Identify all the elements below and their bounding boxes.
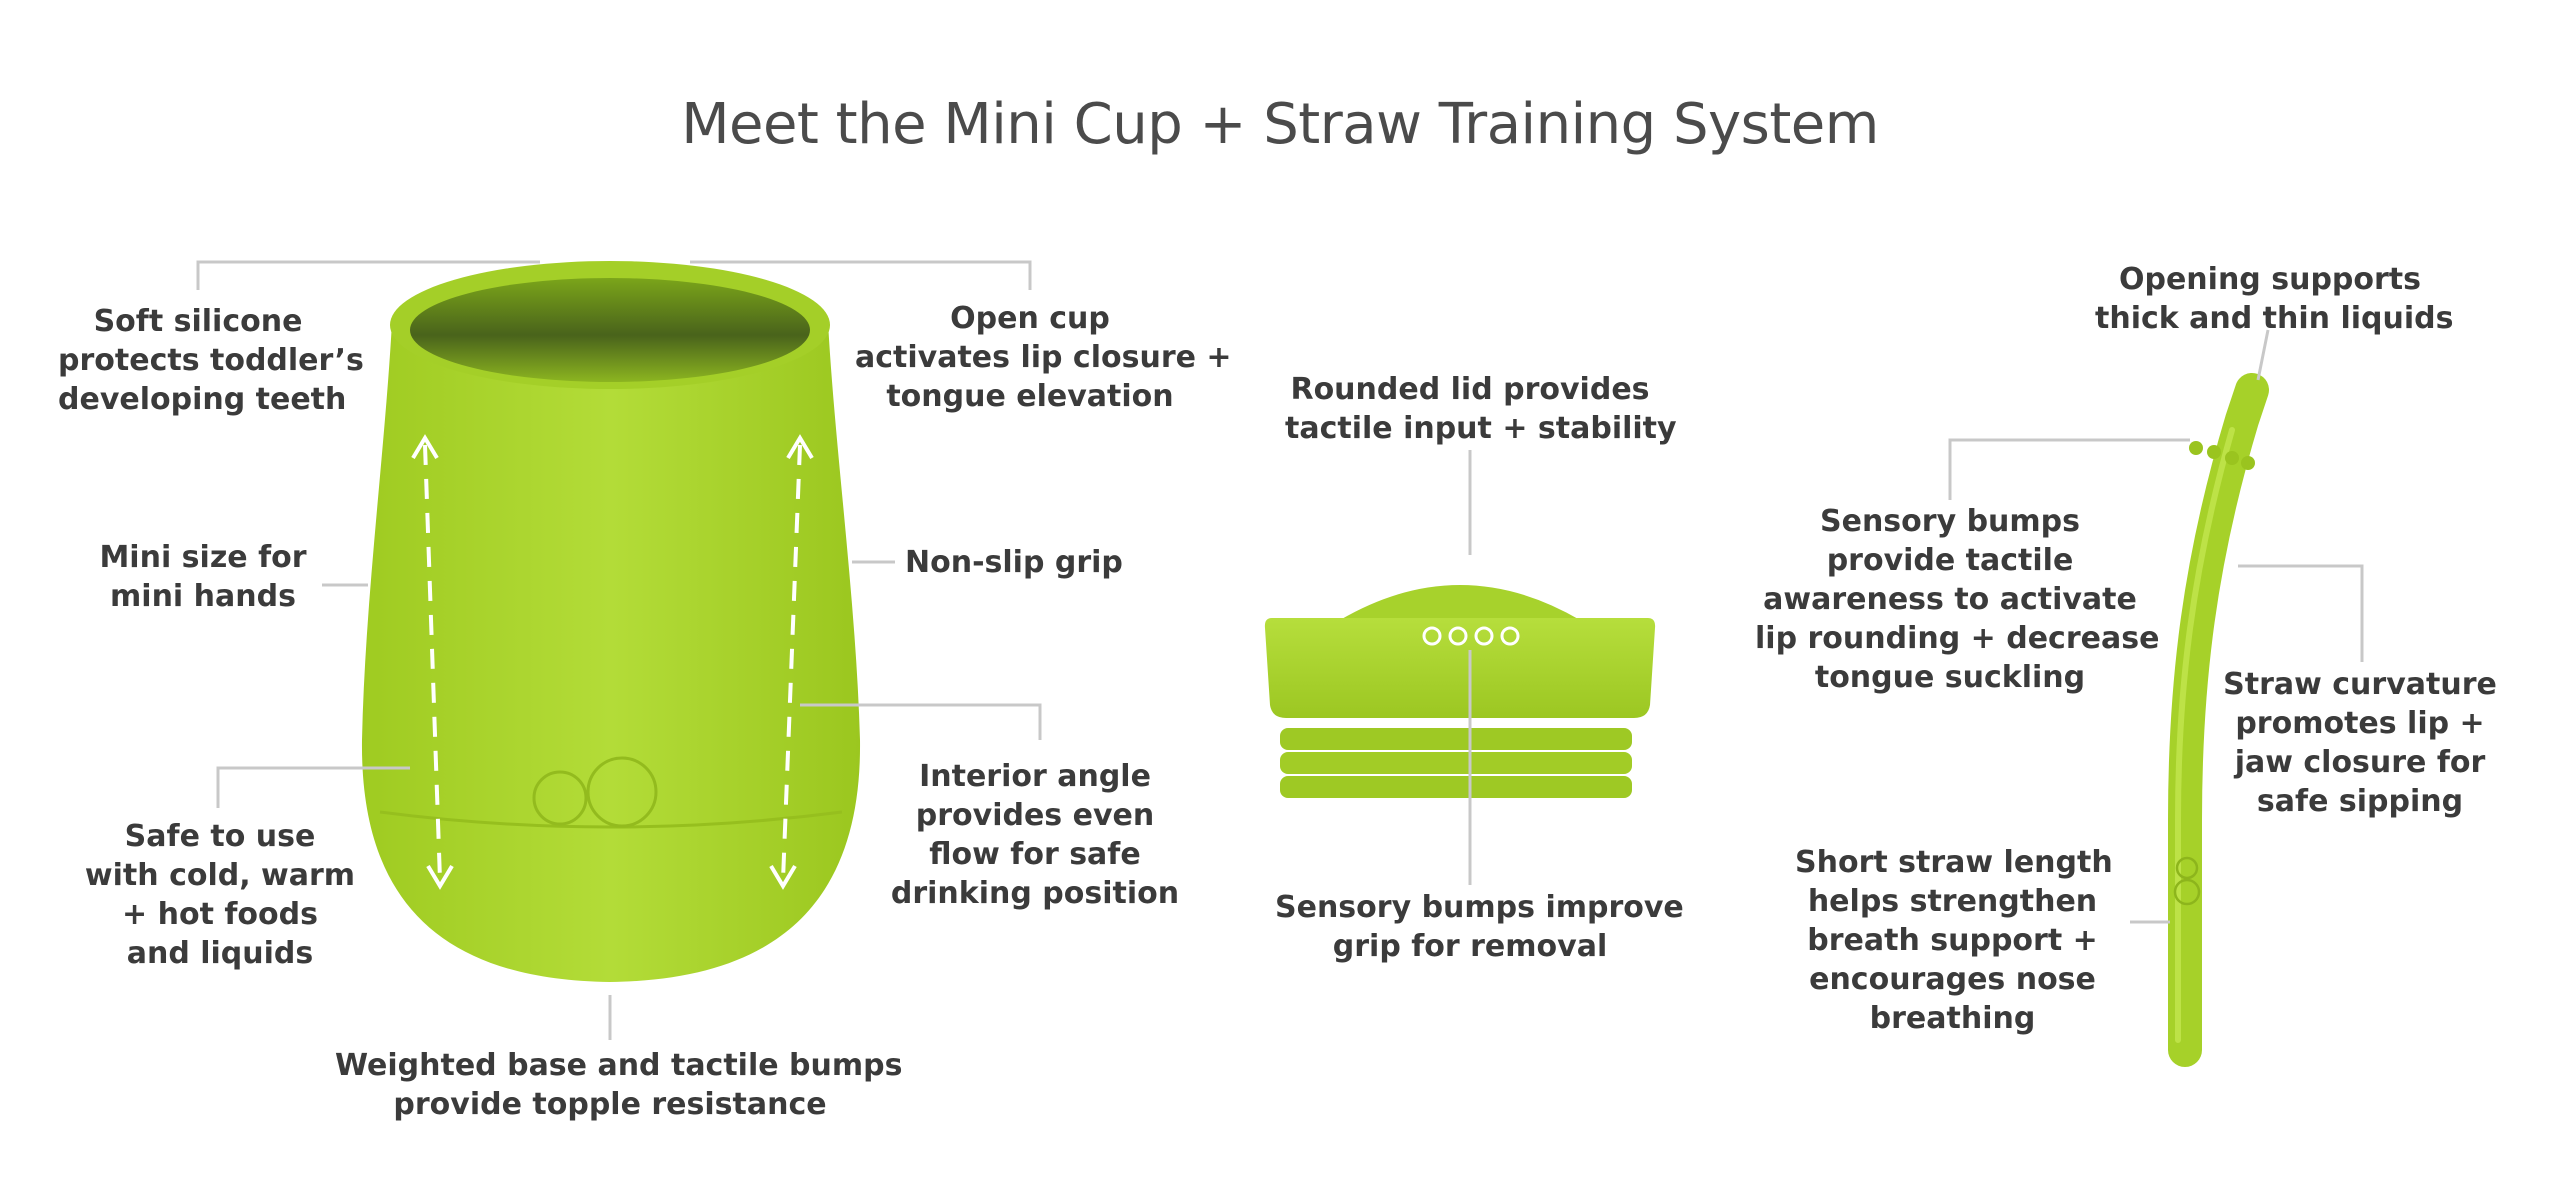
leader-soft-silicone [196, 260, 540, 290]
callout-line: Sensory bumps [1820, 504, 2080, 539]
lid-dome [1340, 585, 1580, 620]
callout-line: developing teeth [58, 382, 347, 417]
callout-line: Sensory bumps improve [1275, 890, 1684, 925]
callout-open-cup: Open cup activates lip closure + tongue el… [855, 299, 1232, 416]
leader-sensory-bumps [1948, 438, 2190, 500]
callout-line: drinking position [890, 876, 1180, 911]
callout-weighted-base: Weighted base and tactile bumps provide t… [335, 1046, 903, 1124]
ezpz-logo-icon [532, 756, 658, 828]
callout-line: and liquids [126, 936, 314, 971]
callout-line: with cold, warm [84, 858, 356, 893]
cup-body [361, 322, 861, 982]
cup-opening [410, 278, 810, 382]
callout-line: tongue suckling [1814, 660, 2086, 695]
lid [1264, 585, 1656, 798]
callout-line: encourages nose [1809, 962, 2096, 997]
callout-interior-angle: Interior angle provides even flow for safe… [890, 757, 1180, 913]
callout-line: Short straw length [1795, 845, 2113, 880]
callout-curvature: Straw curvature promotes lip + jaw closure… [2215, 665, 2505, 821]
lid-ring-1 [1280, 728, 1632, 750]
callout-line: lip rounding + decrease [1755, 621, 2160, 656]
callout-line: grip for removal [1332, 929, 1608, 964]
callout-line: protects toddler’s [58, 343, 364, 378]
flow-arrow-left [411, 434, 454, 890]
callout-sensory-bumps: Sensory bumps provide tactile awareness to… [1755, 502, 2160, 697]
callout-line: awareness to activate [1763, 582, 2137, 617]
callout-mini-size: Mini size for mini hands [88, 538, 318, 616]
straw-highlight [2175, 427, 2235, 1043]
callout-line: + hot foods [122, 897, 318, 932]
callout-line: safe sipping [2256, 784, 2464, 819]
leader-open-cup [690, 260, 1032, 290]
leader-curvature [2238, 564, 2364, 662]
callout-line: Opening supports [2118, 262, 2421, 297]
callout-rounded-lid: Rounded lid provides tactile input + stab… [1285, 370, 1677, 448]
callout-line: breath support + [1807, 923, 2098, 958]
callout-line: tongue elevation [886, 379, 1174, 414]
callout-line: Rounded lid provides [1290, 372, 1650, 407]
leader-opening [2256, 329, 2270, 381]
callout-short-length: Short straw length helps strengthen breath… [1795, 843, 2113, 1038]
lid-cap [1264, 618, 1656, 718]
page-title: Meet the Mini Cup + Straw Training Syste… [681, 92, 1879, 157]
callout-non-slip: Non-slip grip [905, 543, 1130, 582]
callout-line: jaw closure for [2234, 745, 2486, 780]
callout-line: Open cup [950, 301, 1110, 336]
straw [2168, 373, 2269, 1067]
callout-opening: Opening supports thick and thin liquids [2095, 260, 2454, 338]
callout-line: breathing [1869, 1001, 2036, 1036]
callout-line: thick and thin liquids [2095, 301, 2454, 336]
leader-interior-angle [800, 703, 1042, 740]
callout-line: flow for safe [929, 837, 1141, 872]
callout-line: Non-slip grip [905, 545, 1123, 580]
callout-line: Weighted base and tactile bumps [335, 1048, 903, 1083]
callout-line: Straw curvature [2223, 667, 2497, 702]
leader-lines [196, 260, 2364, 1040]
callout-line: provides even [915, 798, 1155, 833]
callout-line: tactile input + stability [1285, 411, 1677, 446]
callout-line: Soft silicone [93, 304, 303, 339]
cup-base-ridge [379, 810, 843, 829]
straw-ezpz-logo-icon [2173, 856, 2201, 906]
callout-line: activates lip closure + [855, 340, 1232, 375]
callout-line: Safe to use [124, 819, 316, 854]
lid-ring-3 [1280, 776, 1632, 798]
lid-ring-2 [1280, 752, 1632, 774]
callout-line: mini hands [110, 579, 296, 614]
flow-arrow-right [769, 434, 814, 890]
straw-sensory-bumps-icon [2189, 441, 2255, 470]
callout-line: provide topple resistance [393, 1087, 827, 1122]
callout-safe-temp: Safe to use with cold, warm + hot foods and… [75, 817, 365, 973]
callout-sensory-grip: Sensory bumps improve grip for removal [1275, 888, 1684, 966]
callout-line: Interior angle [919, 759, 1151, 794]
lid-sensory-bumps-icon [1422, 626, 1520, 646]
callout-line: Mini size for [99, 540, 307, 575]
callout-line: promotes lip + [2235, 706, 2485, 741]
mini-cup [361, 261, 861, 982]
callout-line: provide tactile [1826, 543, 2074, 578]
callout-line: helps strengthen [1807, 884, 2098, 919]
leader-safe-temp [216, 766, 410, 808]
callout-soft-silicone: Soft silicone protects toddler’s developin… [58, 302, 364, 419]
